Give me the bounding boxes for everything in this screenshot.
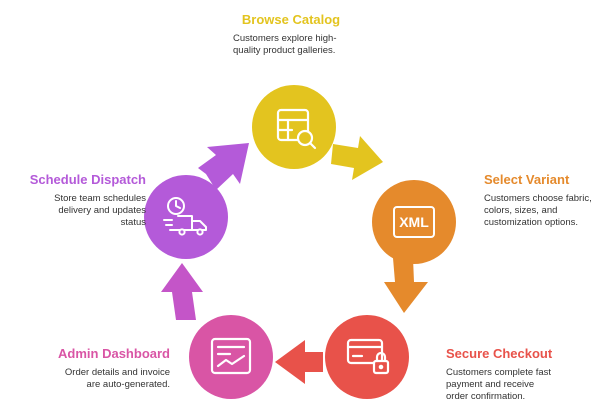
delivery-truck-clock-icon <box>163 197 207 236</box>
admin-dashboard-description: Order details and invoice are auto-gener… <box>64 367 170 390</box>
arrow-admin-to-dispatch <box>161 263 203 320</box>
credit-card-lock-icon <box>346 338 390 375</box>
browse-catalog-description: Customers explore high- quality product … <box>233 33 337 56</box>
xml-icon-text: XML <box>399 214 429 230</box>
node-schedule-dispatch <box>144 175 228 259</box>
browse-catalog-title: Browse Catalog <box>241 12 341 27</box>
step-schedule-dispatch: Schedule Dispatch Store team schedules d… <box>4 172 146 229</box>
secure-checkout-description: Customers complete fast payment and rece… <box>446 367 552 402</box>
table-search-icon <box>276 108 317 150</box>
node-admin-dashboard <box>189 315 273 399</box>
arrow-checkout-to-admin <box>275 340 323 384</box>
step-secure-checkout: Secure Checkout Customers complete fast … <box>446 346 596 403</box>
dashboard-chart-icon <box>210 337 252 375</box>
node-browse-catalog <box>252 85 336 169</box>
step-select-variant: Select Variant Customers choose fabric, … <box>484 172 602 229</box>
node-select-variant: XML <box>372 180 456 264</box>
select-variant-description: Customers choose fabric, colors, sizes, … <box>484 193 592 228</box>
xml-file-icon: XML <box>393 206 435 238</box>
admin-dashboard-title: Admin Dashboard <box>58 346 170 361</box>
arrow-dispatch-to-browse <box>198 143 249 190</box>
schedule-dispatch-description: Store team schedules delivery and update… <box>54 193 146 228</box>
schedule-dispatch-title: Schedule Dispatch <box>29 172 146 187</box>
step-browse-catalog: Browse Catalog Customers explore high- q… <box>233 12 343 57</box>
step-admin-dashboard: Admin Dashboard Order details and invoic… <box>40 346 170 391</box>
node-secure-checkout <box>325 315 409 399</box>
arrow-browse-to-variant <box>331 136 383 180</box>
secure-checkout-title: Secure Checkout <box>446 346 553 361</box>
select-variant-title: Select Variant <box>484 172 570 187</box>
arrow-variant-to-checkout <box>384 258 428 313</box>
